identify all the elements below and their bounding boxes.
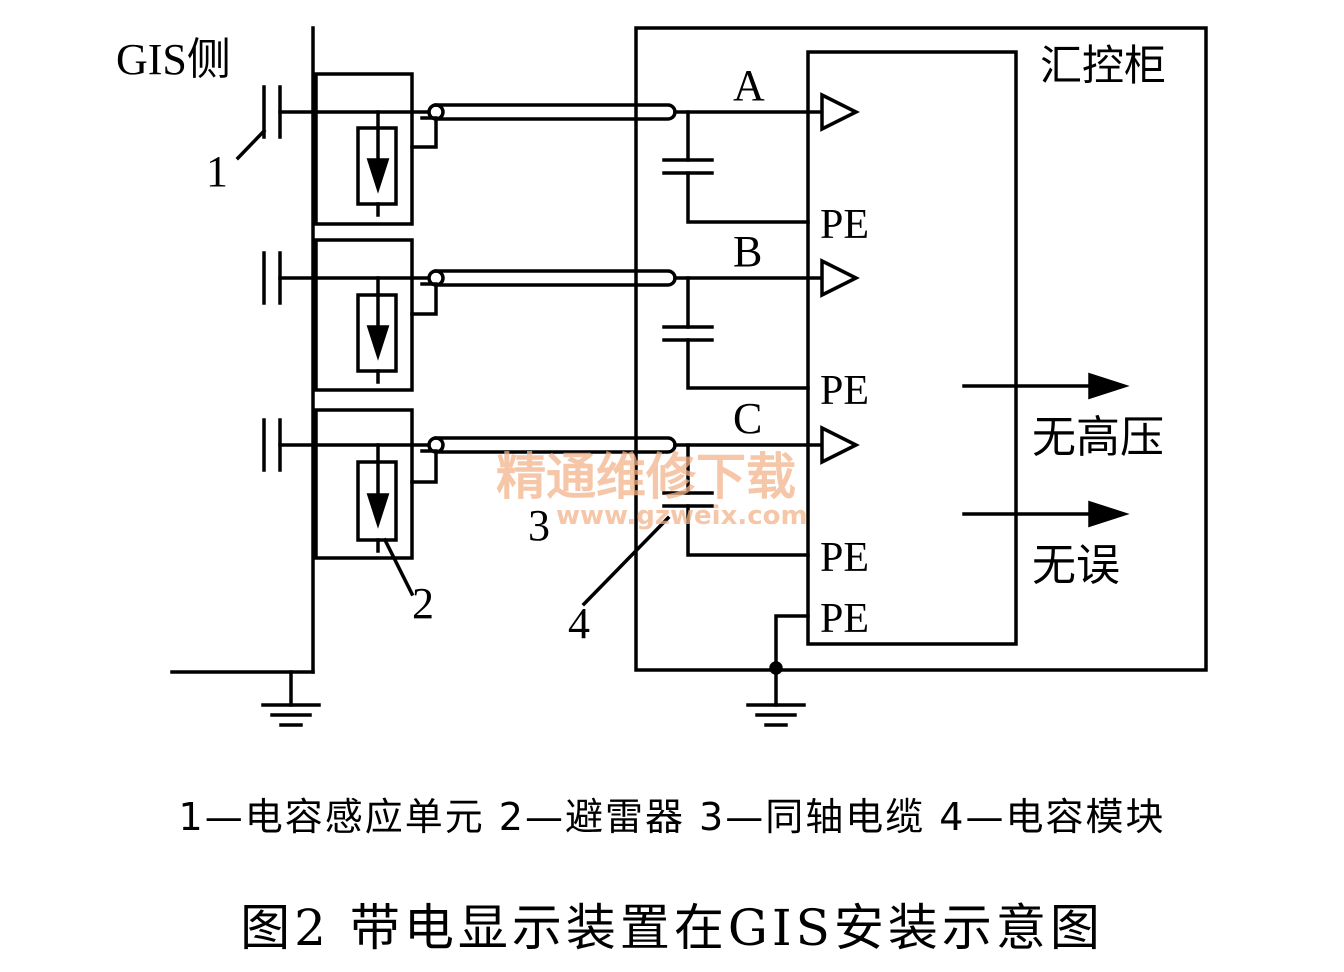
outputs <box>962 372 1130 528</box>
arrow-right-icon <box>1088 500 1130 528</box>
gis-ground-icon <box>261 703 321 727</box>
callout-2: 2 <box>412 579 434 628</box>
callout-3: 3 <box>528 501 550 550</box>
figure-title: 图2 带电显示装置在GIS安装示意图 <box>240 899 1104 957</box>
sensing-unit-b <box>262 238 438 392</box>
callout-1: 1 <box>206 147 228 196</box>
cabinet-label: 汇控柜 <box>1040 41 1166 90</box>
pe-label-a: PE <box>820 202 869 248</box>
phase-label-c: C <box>733 394 762 443</box>
phase-b-wiring <box>662 258 860 390</box>
output-no-error: 无误 <box>1032 540 1120 591</box>
gis-side <box>170 26 321 727</box>
watermark-url: www.gzweix.com <box>556 501 808 531</box>
gis-side-label: GIS侧 <box>116 35 231 84</box>
phase-label-b: B <box>733 227 762 276</box>
sensing-unit-a <box>235 72 438 226</box>
pe-label-ground: PE <box>820 596 869 642</box>
module-ground <box>746 614 810 727</box>
input-triangle-icon <box>820 92 860 132</box>
watermark-text: 精通维修下载 <box>496 448 796 506</box>
output-no-high-voltage: 无高压 <box>1032 412 1164 463</box>
sensing-unit-c <box>262 408 438 597</box>
arrow-right-icon <box>1088 372 1130 400</box>
pe-label-b: PE <box>820 368 869 414</box>
input-triangle-icon <box>820 425 860 465</box>
callout-4: 4 <box>568 599 590 648</box>
input-triangle-icon <box>820 258 860 298</box>
phase-label-a: A <box>733 61 765 110</box>
ground-icon <box>746 703 806 727</box>
indicator-module <box>806 50 1018 646</box>
control-cabinet <box>634 26 1208 672</box>
legend: 1—电容感应单元 2—避雷器 3—同轴电缆 4—电容模块 <box>178 795 1166 839</box>
pe-label-c: PE <box>820 535 869 581</box>
phase-c-wiring <box>581 425 860 607</box>
phase-a-wiring <box>662 92 860 224</box>
